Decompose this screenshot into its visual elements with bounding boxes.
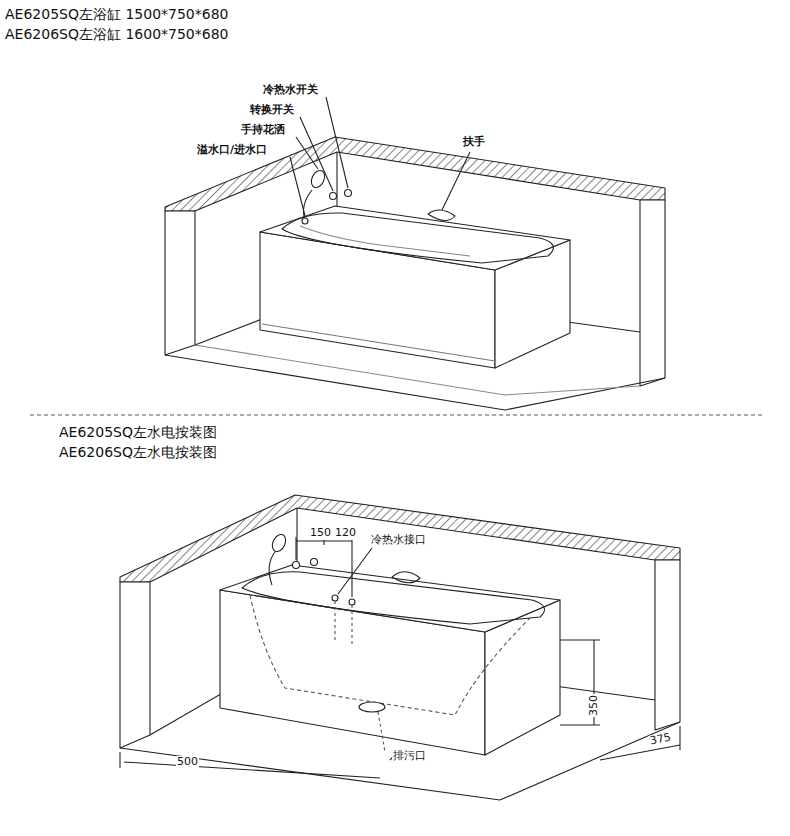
leader-line (338, 548, 372, 594)
floor-edge (165, 355, 665, 410)
dimension-value: 150 (309, 527, 332, 540)
left-wall (120, 582, 150, 748)
part-label: 转换开关 (249, 104, 295, 117)
wall-hatch (120, 495, 680, 582)
water-knob (311, 559, 318, 566)
leader-line (300, 117, 333, 191)
dimension-value: 350 (588, 694, 601, 717)
right-wall (640, 200, 665, 386)
tub-rim (260, 206, 570, 270)
mixer-knob (345, 190, 352, 197)
part-label: 冷热水接口 (370, 534, 427, 547)
water-port (332, 595, 338, 601)
model-heading: AE6205SQ左浴缸 1500*750*680 (4, 6, 229, 22)
extension-line (679, 726, 680, 750)
dimension-value: 375 (648, 731, 673, 748)
pipe-hidden-line (351, 605, 352, 644)
leader-line (296, 137, 318, 169)
dimension-value: 120 (334, 527, 357, 540)
leader-line (290, 157, 305, 216)
tub-rim (220, 565, 560, 632)
pipe-hidden-line (334, 601, 335, 640)
part-label: 扶手 (462, 136, 486, 149)
water-port (349, 599, 355, 605)
tub-basin-shade (300, 226, 470, 256)
wall-hatch (165, 137, 665, 211)
dimension-value: 500 (176, 756, 199, 769)
overflow-inlet (302, 218, 308, 224)
diverter-knob (330, 193, 337, 200)
water-knob (293, 562, 300, 569)
dimension-tick (295, 537, 296, 560)
leader-line (326, 97, 348, 188)
part-label: 排污口 (392, 750, 427, 763)
separator (30, 414, 765, 415)
shower-hose (269, 552, 275, 585)
handrest (392, 572, 420, 583)
tub-basin (242, 572, 545, 624)
shower-head (270, 532, 288, 553)
part-label: 冷热水开关 (262, 84, 319, 97)
right-wall (655, 560, 680, 730)
model-heading: AE6206SQ左浴缸 1600*750*680 (4, 26, 229, 42)
section-heading: AE6205SQ左水电按装图 (58, 424, 218, 440)
dimension-line (124, 762, 380, 778)
section-heading: AE6206SQ左水电按装图 (58, 444, 218, 460)
dimension-tick (351, 537, 352, 597)
drain-outlet (359, 702, 385, 712)
basin-hidden-line (250, 595, 530, 715)
left-wall (165, 211, 195, 355)
handrest (428, 210, 455, 221)
dimension-line (600, 745, 680, 760)
part-label: 溢水口/进水口 (196, 144, 268, 157)
tub-plinth (262, 324, 495, 361)
part-label: 手持花洒 (240, 124, 286, 137)
drain-line (378, 712, 385, 752)
leader-line (442, 152, 470, 210)
tub-basin (282, 213, 553, 263)
extension-line (119, 752, 120, 768)
